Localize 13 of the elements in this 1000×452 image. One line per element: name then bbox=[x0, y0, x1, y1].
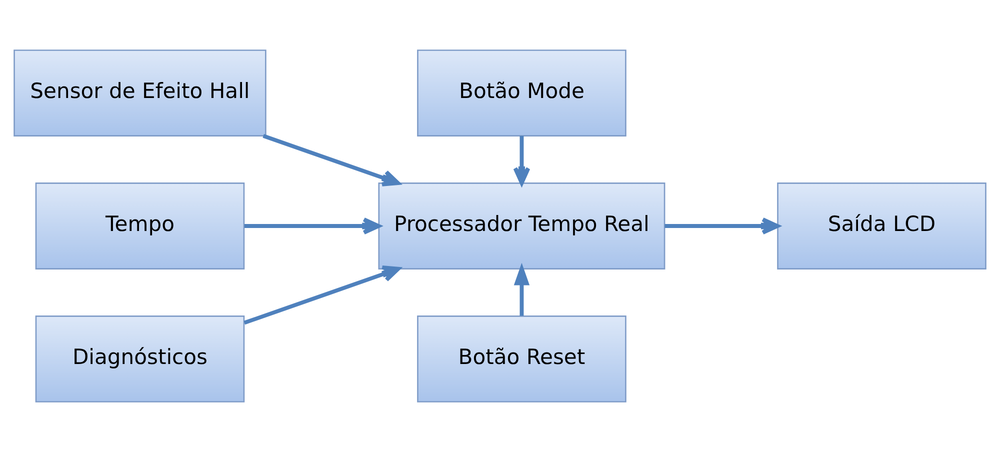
node-box: Processador Tempo Real bbox=[378, 182, 666, 270]
node-box: Saída LCD bbox=[777, 182, 986, 270]
arrow bbox=[262, 134, 400, 186]
node-box: Botão Reset bbox=[417, 316, 626, 402]
arrow bbox=[244, 266, 400, 325]
node-box: Tempo bbox=[35, 182, 245, 270]
arrow bbox=[513, 136, 530, 185]
arrow bbox=[244, 218, 381, 234]
arrow bbox=[664, 218, 780, 234]
node-box: Botão Mode bbox=[417, 50, 626, 136]
node-box: Sensor de Efeito Hall bbox=[14, 50, 266, 136]
arrow bbox=[514, 262, 530, 316]
node-box: Diagnósticos bbox=[35, 316, 245, 402]
